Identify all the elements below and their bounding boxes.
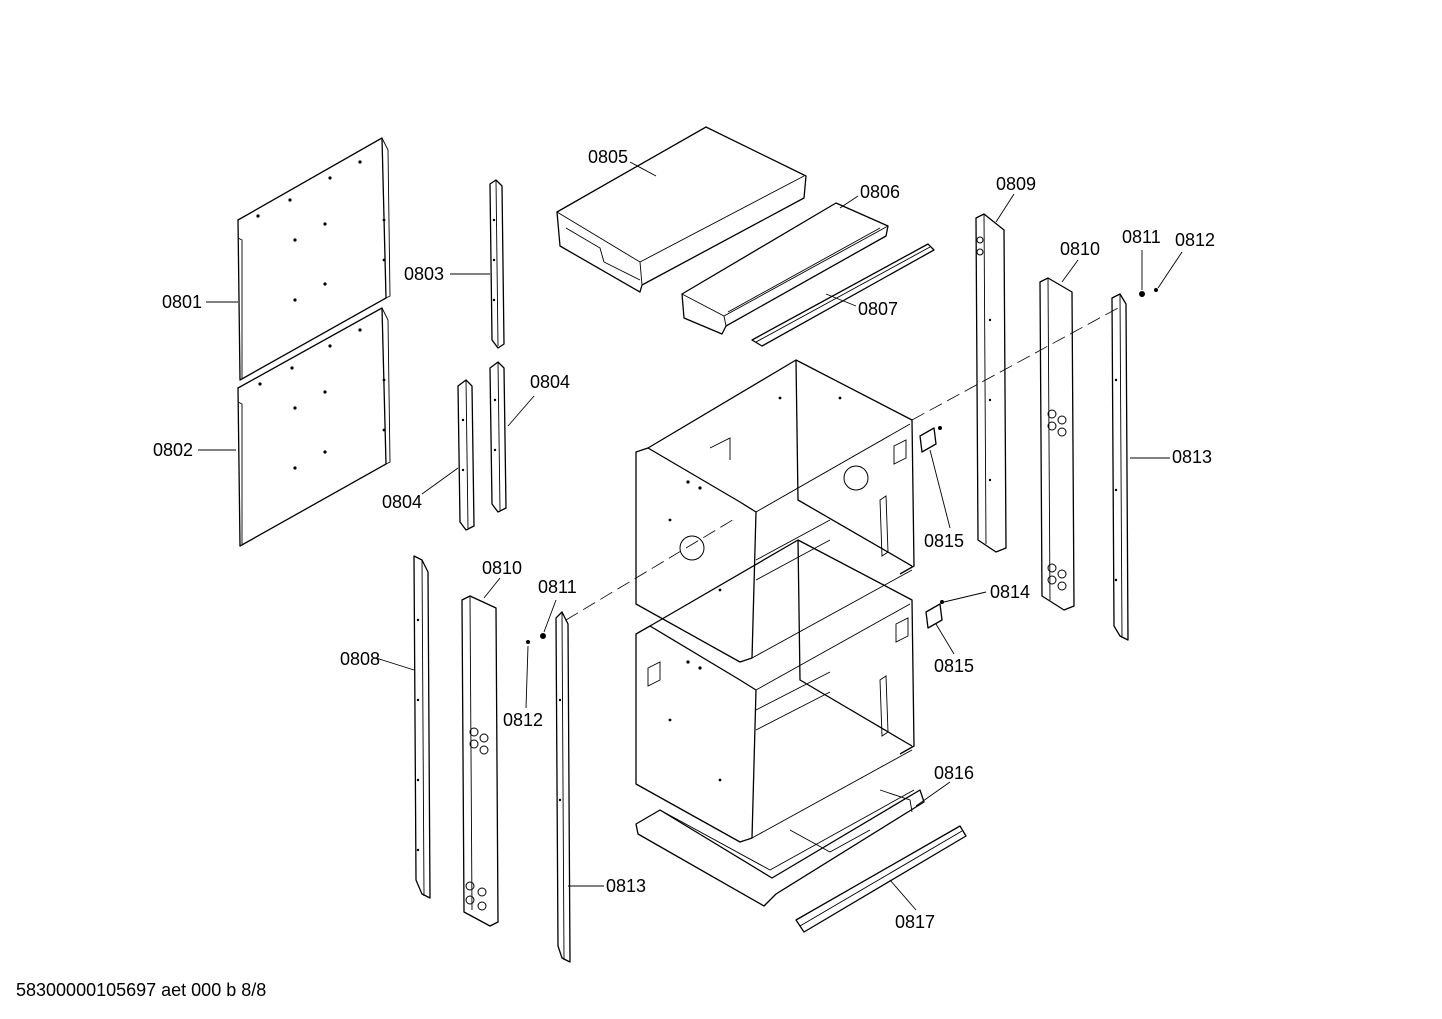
alignment-line-upper [911,307,1119,421]
label-0806: 0806 [860,182,900,202]
screw-0812-lower [526,640,530,644]
label-0807: 0807 [858,299,898,319]
part-0813-strip-left [555,611,571,963]
part-0815-bracket-lower [925,603,943,629]
part-0801-panel [237,137,391,381]
label-0805: 0805 [588,147,628,167]
screw-upper-right [938,426,942,430]
label-0814: 0814 [990,582,1030,602]
label-0815-lower: 0815 [934,656,974,676]
part-0815-bracket-upper [919,427,937,453]
label-0817: 0817 [895,912,935,932]
label-0803: 0803 [404,264,444,284]
part-0806-front-trim [681,202,889,335]
label-0810-right: 0810 [1060,239,1100,259]
screw-0811-lower [540,633,546,639]
screw-0814 [940,600,944,604]
label-0804-left: 0804 [382,492,422,512]
label-0802: 0802 [153,440,193,460]
part-0808-strip [413,555,431,899]
lower-cavity-box [635,539,915,843]
part-0813-strip-right [1111,293,1129,641]
label-0804-right: 0804 [530,372,570,392]
part-0810-strip-right [1039,277,1075,611]
label-0808: 0808 [340,649,380,669]
upper-cavity-box [635,359,915,663]
part-0802-panel [237,307,391,547]
screw-0811-upper [1139,291,1145,297]
label-0812-upper: 0812 [1175,230,1215,250]
label-0816: 0816 [934,763,974,783]
label-0811-upper: 0811 [1122,227,1161,247]
label-0811-lower: 0811 [538,577,577,597]
part-0816-bottom-tray [635,789,925,907]
label-0813-left: 0813 [606,876,646,896]
drawing-reference-footer: 58300000105697 aet 000 b 8/8 [16,980,267,1000]
alignment-line-lower [565,517,737,621]
screw-0812-upper [1154,288,1158,292]
part-0804-strip-left [457,379,475,531]
part-0803-strip [489,179,505,349]
label-0810-left: 0810 [482,558,522,578]
label-0815-upper: 0815 [924,531,964,551]
part-0810-strip-left [461,595,499,927]
label-0801: 0801 [162,292,202,312]
part-0807-channel [751,243,935,347]
label-0813-right: 0813 [1172,447,1212,467]
part-0809-strip [975,213,1007,553]
part-0805-top-cover [556,126,807,293]
part-0817-front-rail [795,825,967,933]
part-0804-strip-right [489,361,507,513]
leader-lines [198,161,1183,911]
label-0812-lower: 0812 [503,710,543,730]
label-0809: 0809 [996,174,1036,194]
